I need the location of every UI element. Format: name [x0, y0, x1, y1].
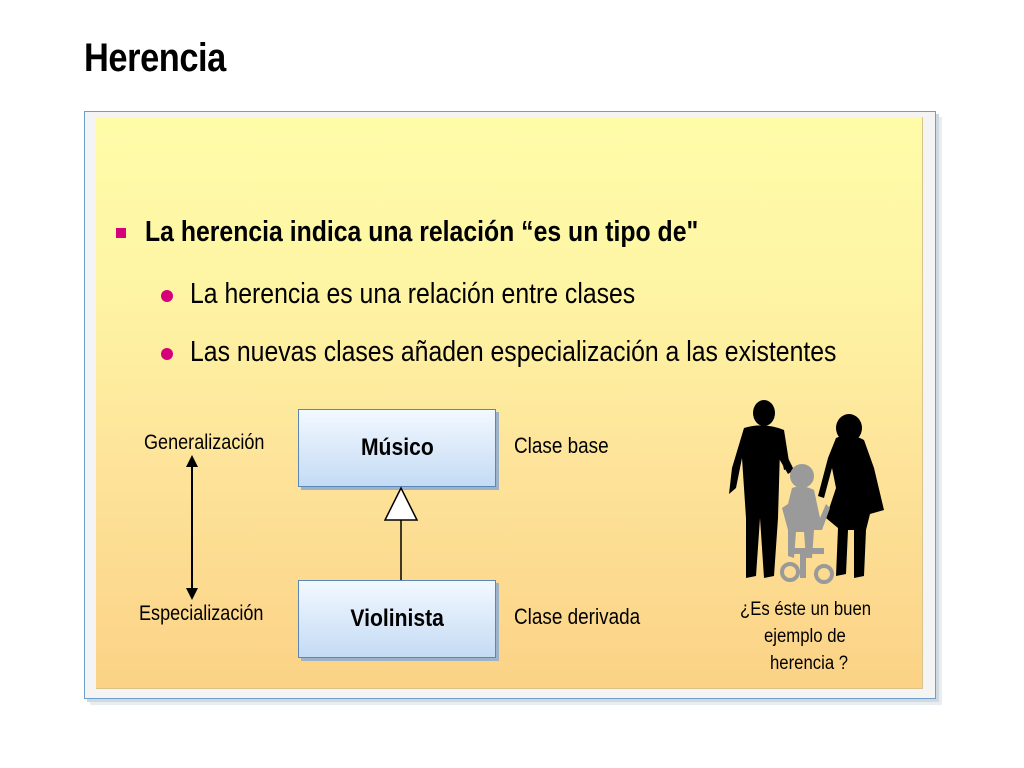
bullet-dot-icon	[161, 290, 173, 302]
question-line-2: ejemplo de	[764, 626, 846, 647]
generalization-label: Generalización	[144, 431, 265, 454]
specialization-label: Especialización	[139, 602, 264, 625]
base-class-name: Músico	[360, 434, 434, 461]
derived-class-name: Violinista	[350, 605, 444, 632]
sub-bullet-2-text: Las nuevas clases añaden especialización…	[190, 336, 837, 368]
mother-silhouette-icon	[818, 414, 884, 578]
generalization-specialization-arrow	[186, 455, 198, 600]
content-panel	[96, 117, 923, 689]
base-class-box: Músico	[298, 409, 496, 487]
question-line-3: herencia ?	[770, 653, 849, 674]
family-silhouette-icon	[729, 400, 884, 584]
derived-class-caption: Clase derivada	[514, 604, 641, 629]
bullet-square-icon	[116, 228, 126, 238]
father-silhouette-icon	[729, 400, 794, 578]
base-class-caption: Clase base	[514, 433, 609, 458]
derived-class-box: Violinista	[298, 580, 496, 658]
inheritance-arrow	[383, 486, 419, 582]
child-on-bike-icon	[780, 464, 834, 584]
bullet-dot-icon	[161, 348, 173, 360]
question-line-1: ¿Es éste un buen	[740, 599, 872, 620]
main-bullet-text: La herencia indica una relación “es un t…	[145, 216, 699, 248]
slide-title: Herencia	[84, 36, 226, 80]
sub-bullet-1-text: La herencia es una relación entre clases	[190, 278, 636, 310]
